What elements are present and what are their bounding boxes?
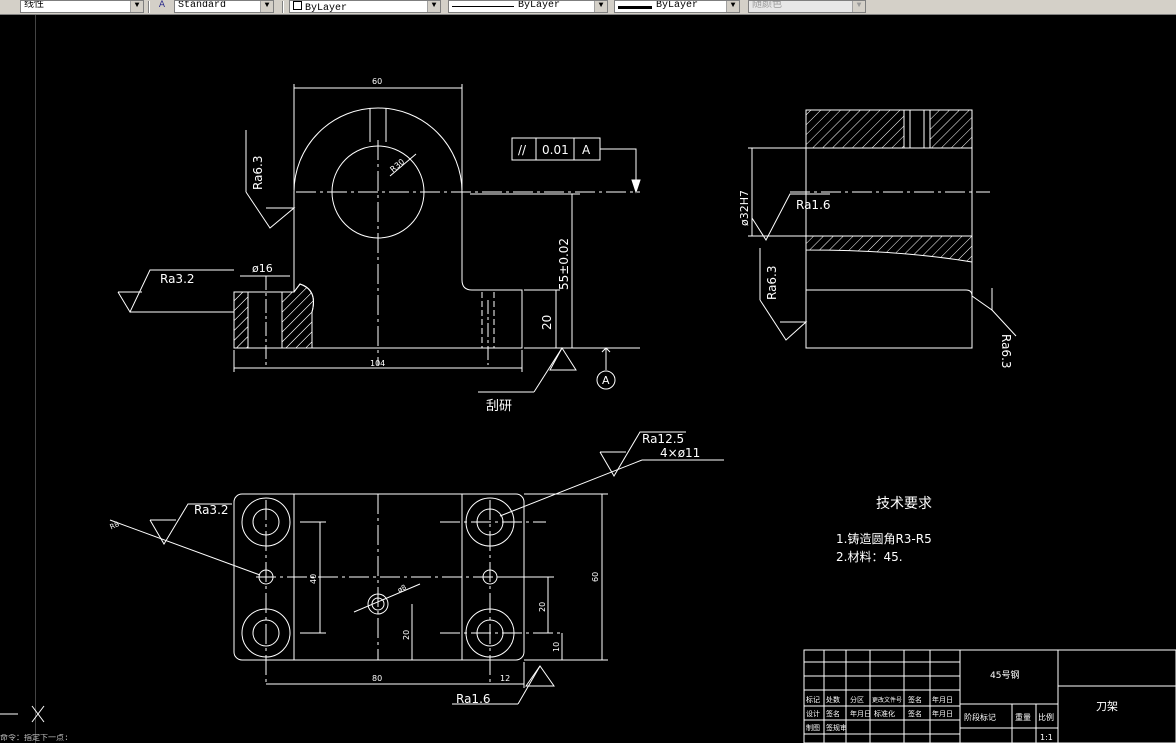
title-scale-label: 比例: [1038, 712, 1054, 722]
title-design-1: 签名: [826, 709, 840, 718]
title-header-1: 处数: [826, 695, 840, 704]
datum-a-label: A: [602, 374, 610, 387]
title-design-2: 年月日: [850, 709, 871, 718]
text-style-icon[interactable]: A: [158, 0, 166, 10]
drawing-left-margin: [0, 15, 36, 743]
title-design-0: 设计: [806, 709, 820, 718]
roughness-top-left-label: Ra3.2: [194, 503, 229, 517]
title-scale-value: 1:1: [1040, 733, 1053, 742]
dim-20-label: 20: [540, 315, 554, 330]
dim-104-label: 104: [370, 359, 385, 368]
title-design-4: 签名: [908, 709, 922, 718]
roughness-side-right-label: Ra6.3: [999, 334, 1013, 369]
tech-requirements: 技术要求 1.铸造圆角R3-R5 2.材料：45.: [836, 496, 932, 564]
linetype-value: ByLayer: [518, 0, 561, 11]
lineweight-dropdown[interactable]: ByLayer ▼: [614, 0, 740, 13]
chevron-down-icon[interactable]: ▼: [427, 1, 440, 12]
tech-req-title: 技术要求: [876, 496, 932, 512]
dim-40-label: 40: [309, 574, 318, 584]
side-view: ø32H7 Ra1.6 Ra6.3 Ra6.3: [738, 109, 1017, 369]
dim-o8-label: ø8: [396, 583, 408, 594]
dim-r8-label: R8: [109, 520, 121, 531]
roughness-ra125-label: Ra12.5: [642, 432, 684, 446]
linetype-control-label: 线性: [24, 0, 44, 11]
toolbar-separator: [148, 1, 150, 13]
layer-color-dropdown[interactable]: ByLayer ▼: [289, 0, 441, 13]
command-line-text: 命令：指定下一点:: [0, 734, 69, 743]
lineweight-sample-icon: [618, 1, 652, 9]
dim-12-label: 12: [500, 674, 510, 683]
linetype-dropdown[interactable]: ByLayer ▼: [448, 0, 608, 13]
chevron-down-icon[interactable]: ▼: [260, 1, 273, 12]
datum-a-circle: [596, 370, 616, 390]
roughness-ra16-label: Ra1.6: [796, 198, 831, 212]
dim-60-label: 60: [372, 77, 382, 86]
text-style-value: Standard: [178, 0, 227, 11]
layer-swatch-icon: [293, 1, 302, 10]
title-check-1: 签规审: [826, 723, 847, 732]
dim-55-label: 55±0.02: [557, 238, 571, 290]
dim-80-label: 80: [372, 674, 382, 683]
plot-style-dropdown[interactable]: 随颜色 ▼: [748, 0, 866, 13]
title-header-3: 更改文件号: [872, 696, 902, 704]
dim-20-right-label: 20: [538, 602, 547, 612]
title-weight-label: 重量: [1015, 712, 1031, 722]
text-style-dropdown[interactable]: Standard ▼: [174, 0, 274, 13]
dim-10-label: 10: [552, 642, 561, 652]
tolerance-symbol: //: [518, 143, 527, 157]
tolerance-datum: A: [582, 143, 591, 157]
lineweight-value: ByLayer: [656, 0, 699, 11]
title-design-3: 标准化: [874, 709, 895, 718]
title-part-name: 刀架: [1096, 700, 1118, 713]
title-header-0: 标记: [806, 695, 820, 704]
roughness-ra32-label: Ra3.2: [160, 272, 195, 286]
top-view: Ra12.5 4×ø11 Ra3.2 R8 ø8 40 60 20 20 10: [109, 431, 724, 706]
dim-20-center-label: 20: [402, 630, 411, 640]
hole-callout-label: 4×ø11: [660, 446, 700, 460]
dim-r30-label: R30: [388, 157, 406, 174]
properties-toolbar: 线性 ▼ A Standard ▼ ByLayer ▼ ByLayer ▼ By…: [0, 0, 1176, 15]
title-material: 45号钢: [990, 669, 1019, 681]
linetype-control-dropdown[interactable]: 线性 ▼: [20, 0, 144, 13]
chevron-down-icon[interactable]: ▼: [594, 1, 607, 12]
dim-o16-label: ø16: [252, 262, 273, 275]
front-view: 60 R30 ø16 104 55±0.02 20 Ra6.3 Ra3.2: [117, 77, 641, 414]
front-view-outline: [233, 107, 523, 349]
roughness-ra63-label: Ra6.3: [251, 155, 265, 190]
title-block: 45号钢 刀架 标记 处数 分区 更改文件号 签名 年月日 设计 签名 年月日 …: [803, 649, 1176, 743]
title-header-5: 年月日: [932, 695, 953, 704]
title-header-2: 分区: [850, 695, 864, 704]
title-check-0: 制图: [806, 723, 820, 732]
roughness-ra16-bottom-label: Ra1.6: [456, 692, 491, 706]
drawing-canvas[interactable]: 60 R30 ø16 104 55±0.02 20 Ra6.3 Ra3.2: [0, 15, 1176, 743]
toolbar-separator: [282, 1, 284, 13]
roughness-side-left-label: Ra6.3: [765, 265, 779, 300]
ucs-icon: [0, 705, 45, 723]
dim-o32h7-label: ø32H7: [738, 190, 751, 226]
plot-style-value: 随颜色: [752, 0, 782, 11]
tolerance-value: 0.01: [542, 143, 569, 157]
scrape-note-label: 刮研: [486, 399, 512, 414]
layer-color-value: ByLayer: [305, 3, 348, 13]
tech-req-item-1: 1.铸造圆角R3-R5: [836, 531, 932, 546]
linetype-sample-icon: [452, 1, 514, 7]
tech-req-item-2: 2.材料：45.: [836, 550, 903, 564]
title-stage-label: 阶段标记: [964, 712, 996, 722]
dim-60-top-label: 60: [591, 572, 600, 582]
title-design-5: 年月日: [932, 709, 953, 718]
chevron-down-icon[interactable]: ▼: [726, 1, 739, 12]
title-header-4: 签名: [908, 695, 922, 704]
chevron-down-icon[interactable]: ▼: [852, 1, 865, 12]
chevron-down-icon[interactable]: ▼: [130, 1, 143, 12]
